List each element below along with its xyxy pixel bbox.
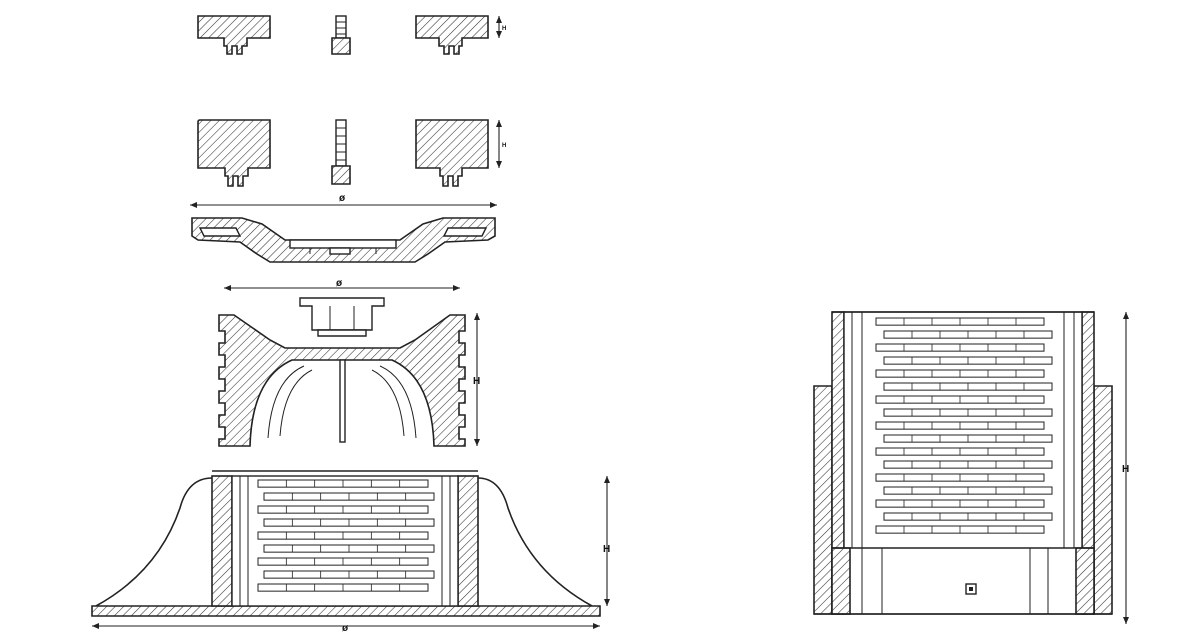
base-thread-rings <box>257 479 435 592</box>
support-cup <box>218 297 466 447</box>
diameter-label: ø <box>336 278 343 289</box>
small-height-dimension: H <box>496 16 506 38</box>
height-label: H <box>502 26 506 32</box>
base-height-dimension: H <box>603 476 610 606</box>
tall-head-pad-left <box>197 119 271 187</box>
long-screw <box>331 119 351 185</box>
tall-height-dimension: H <box>496 120 506 168</box>
section-height-dimension: H <box>1122 312 1129 624</box>
adjustment-disc <box>191 217 496 263</box>
disc-diameter-dimension: ø <box>190 193 497 208</box>
diameter-label: ø <box>339 193 346 204</box>
small-head-pad-left <box>197 15 271 55</box>
height-label: H <box>603 544 610 555</box>
base-diameter-dimension: ø <box>92 623 600 634</box>
tall-head-pad-right <box>415 119 489 187</box>
diameter-label: ø <box>342 623 349 634</box>
height-label: H <box>1122 464 1129 475</box>
height-label: H <box>502 143 506 149</box>
cup-height-dimension: H <box>473 313 480 446</box>
small-screw <box>331 15 351 55</box>
cup-diameter-dimension: ø <box>224 278 460 291</box>
section-thread-rings <box>875 317 1053 534</box>
small-head-pad-right <box>415 15 489 55</box>
height-label: H <box>473 376 480 387</box>
